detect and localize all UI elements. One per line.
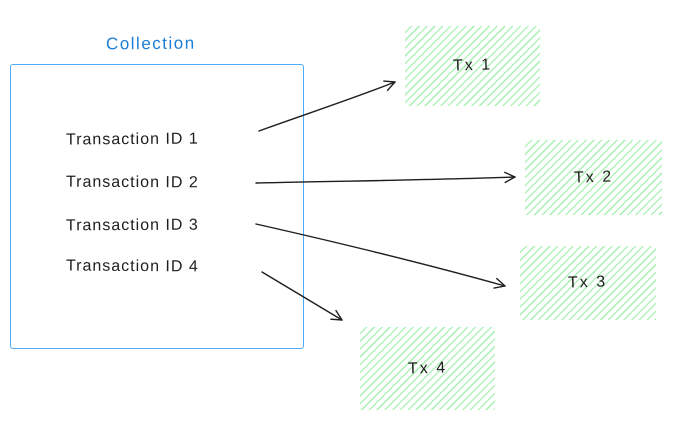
tx-3-label: Tx 3 (568, 273, 608, 292)
tx-4-node: Tx 4 (360, 327, 495, 410)
collection-box (10, 64, 304, 349)
collection-title: Collection (105, 33, 196, 54)
collection-item-transaction-id-1: Transaction ID 1 (65, 130, 199, 149)
tx-2-label: Tx 2 (573, 167, 614, 187)
collection-item-transaction-id-2: Transaction ID 2 (65, 173, 199, 192)
tx-1-label: Tx 1 (452, 56, 493, 75)
collection-item-transaction-id-4: Transaction ID 4 (65, 257, 199, 276)
collection-item-transaction-id-3: Transaction ID 3 (65, 216, 199, 235)
tx-4-label: Tx 4 (407, 358, 448, 378)
tx-2-node: Tx 2 (525, 140, 662, 215)
tx-1-node: Tx 1 (405, 26, 540, 106)
tx-3-node: Tx 3 (520, 246, 656, 320)
